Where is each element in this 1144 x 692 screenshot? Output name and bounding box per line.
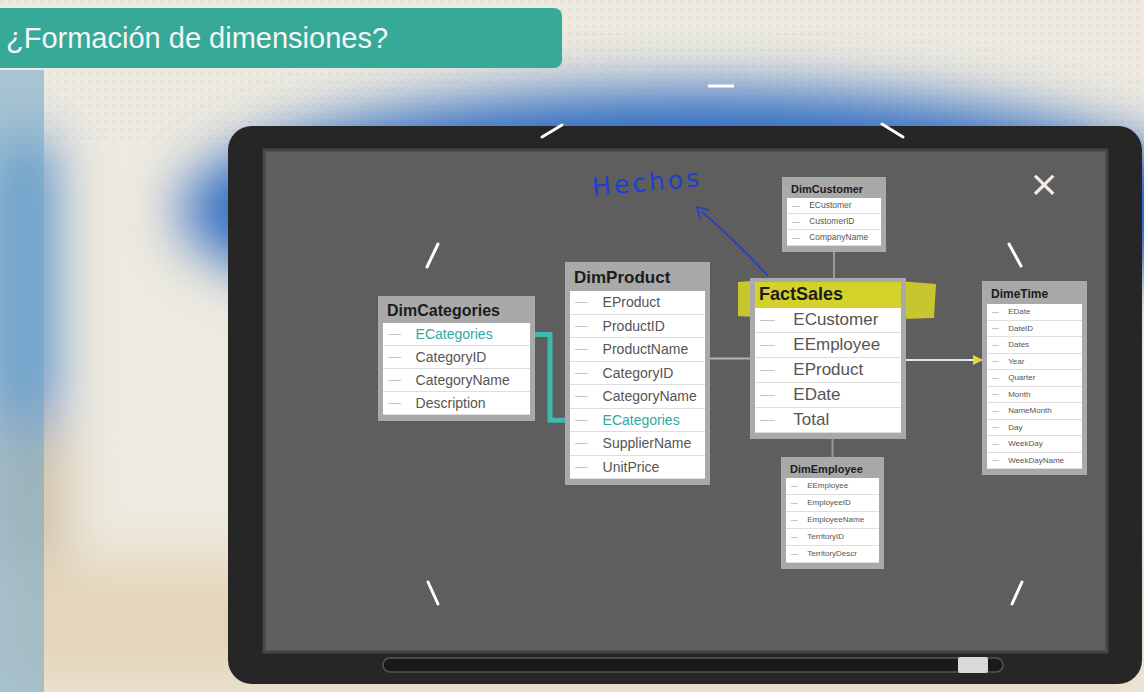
field-row: Dates: [987, 337, 1082, 354]
field-row: ECategories: [383, 323, 530, 346]
field-row: Year: [987, 354, 1082, 371]
field-row: EProduct: [570, 291, 705, 315]
relation-line: [832, 439, 834, 457]
field-row: WeekDay: [987, 436, 1082, 453]
field-row: UnitPrice: [570, 456, 705, 480]
table-box: FactSalesECustomerEEmployeeEProductEDate…: [750, 278, 906, 439]
table-box: DimProductEProductProductIDProductNameCa…: [565, 262, 710, 485]
field-row: ECategories: [570, 409, 705, 433]
field-row: WeekDayName: [987, 453, 1082, 470]
field-row: CategoryName: [383, 369, 530, 392]
relation-line: [710, 358, 750, 360]
field-row: ECustomer: [755, 308, 901, 333]
field-row: SupplierName: [570, 432, 705, 456]
table-box: DimEmployeeEEmployeeEmployeeIDEmployeeNa…: [781, 457, 884, 569]
field-row: EmployeeName: [786, 512, 879, 529]
field-row: Quarter: [987, 370, 1082, 387]
field-row: Description: [383, 392, 530, 415]
field-row: CustomerID: [787, 214, 881, 230]
table-header: DimEmployee: [786, 461, 879, 478]
table-header: DimCustomer: [787, 181, 881, 198]
table-header: DimProduct: [570, 266, 705, 291]
table-header: DimeTime: [987, 285, 1082, 304]
table-box: DimCustomerECustomerCustomerIDCompanyNam…: [782, 177, 886, 252]
key-link: [535, 335, 565, 421]
table-header: DimCategories: [383, 300, 530, 323]
table-box: DimCategoriesECategoriesCategoryIDCatego…: [378, 296, 535, 421]
field-row: CategoryName: [570, 385, 705, 409]
table-header: FactSales: [755, 282, 901, 308]
field-row: CategoryID: [570, 362, 705, 386]
field-row: ECustomer: [787, 198, 881, 214]
field-row: TerritoryID: [786, 529, 879, 546]
close-icon: ×: [1029, 163, 1059, 204]
relation-line: [833, 252, 835, 278]
field-row: Month: [987, 387, 1082, 404]
field-row: NameMonth: [987, 403, 1082, 420]
field-row: EmployeeID: [786, 495, 879, 512]
field-row: CategoryID: [383, 346, 530, 369]
field-row: Total: [755, 408, 901, 433]
relation-line: [906, 359, 982, 361]
field-row: DateID: [987, 321, 1082, 338]
field-row: CompanyName: [787, 230, 881, 246]
slide-title: ¿Formación de dimensiones?: [0, 8, 562, 68]
field-row: EEmployee: [755, 333, 901, 358]
field-row: EEmployee: [786, 478, 879, 495]
field-row: EDate: [755, 383, 901, 408]
field-row: TerritoryDescr: [786, 546, 879, 563]
field-row: EDate: [987, 304, 1082, 321]
field-row: Day: [987, 420, 1082, 437]
field-row: EProduct: [755, 358, 901, 383]
field-row: ProductID: [570, 315, 705, 339]
field-row: ProductName: [570, 338, 705, 362]
table-box: DimeTimeEDateDateIDDatesYearQuarterMonth…: [982, 281, 1087, 475]
